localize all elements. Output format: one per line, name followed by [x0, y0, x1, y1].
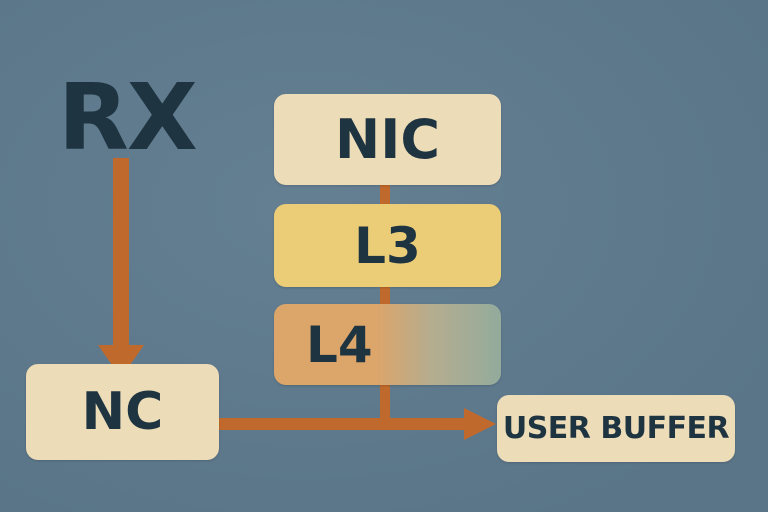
nc-label: NC — [81, 382, 164, 442]
user-buffer-label: USER BUFFER — [502, 411, 730, 446]
l4-label: L4 — [306, 315, 373, 374]
nc-box: NC — [26, 364, 219, 460]
nic-label: NIC — [335, 108, 440, 171]
rx-label: RX — [58, 64, 198, 171]
nic-box: NIC — [274, 94, 501, 185]
l4-box: L4 — [274, 304, 501, 385]
nc-to-user-buffer-arrowhead — [464, 408, 496, 440]
user-buffer-box: USER BUFFER — [497, 395, 735, 462]
l3-label: L3 — [354, 216, 421, 275]
l3-box: L3 — [274, 204, 501, 287]
rx-to-nc-arrowhead — [98, 345, 144, 378]
